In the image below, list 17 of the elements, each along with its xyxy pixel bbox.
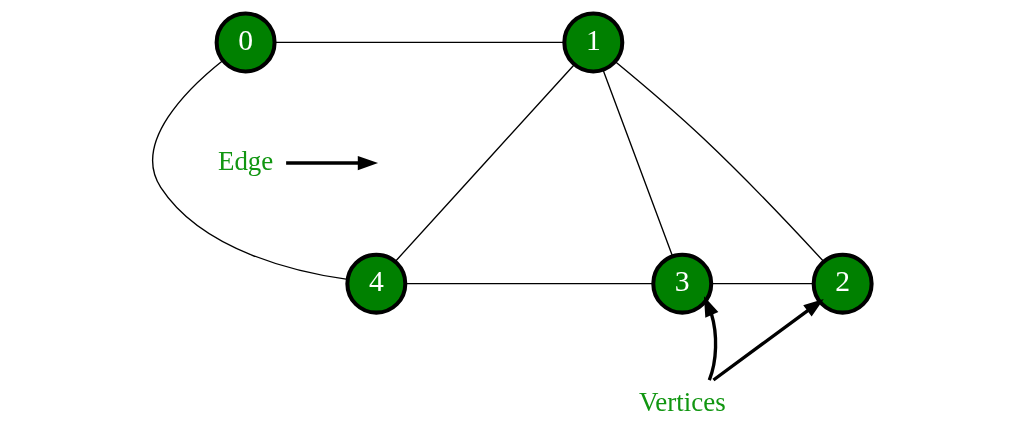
node-text: Edge	[217, 145, 273, 176]
node-circle: 4	[344, 252, 407, 315]
connector	[151, 59, 348, 281]
node-circle: 3	[650, 252, 713, 315]
connector	[601, 69, 673, 257]
arrow	[711, 298, 824, 382]
arrow	[285, 155, 378, 171]
arrow	[703, 296, 718, 381]
node-circle: 0	[214, 11, 277, 74]
connector	[273, 41, 565, 44]
node-circle: 2	[811, 252, 874, 315]
connector	[394, 63, 575, 263]
connector	[614, 61, 824, 262]
connector	[404, 283, 654, 285]
connector	[710, 283, 814, 285]
node-text: Vertices	[638, 387, 726, 418]
node-circle: 1	[561, 11, 624, 74]
